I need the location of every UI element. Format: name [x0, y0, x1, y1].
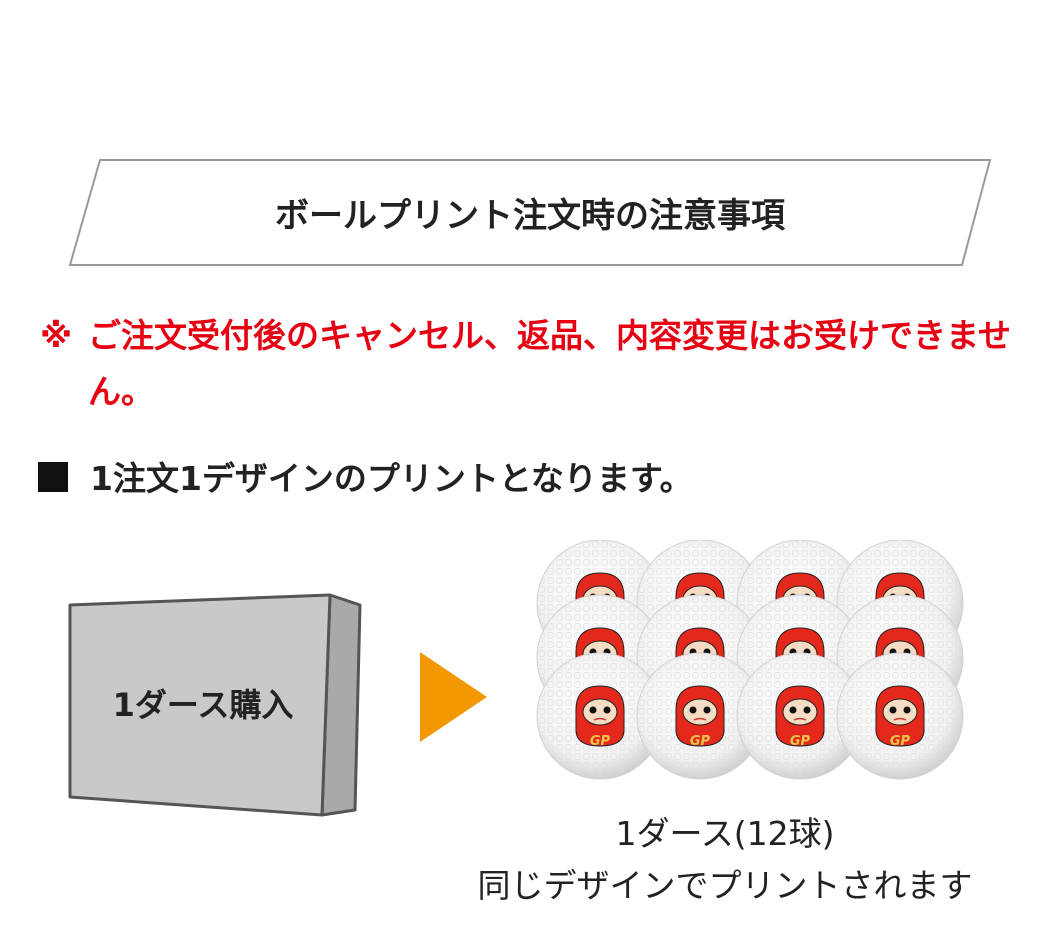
design-rule: 1注文1デザインのプリントとなります。	[38, 452, 693, 500]
cancellation-notice: ※ ご注文受付後のキャンセル、返品、内容変更はお受けできません。	[40, 308, 1030, 420]
rule-text: 1注文1デザインのプリントとなります。	[90, 459, 693, 498]
title-frame	[68, 159, 992, 266]
dozen-box-illustration	[68, 593, 362, 817]
caption-line-2: 同じデザインでプリントされます	[477, 866, 973, 905]
page-title: ボールプリント注文時の注意事項	[275, 196, 785, 236]
arrow-right-icon	[420, 652, 487, 742]
golf-balls-illustration: GP GP GP GP	[536, 540, 964, 780]
golf-ball: GP	[636, 652, 764, 780]
ball-logo-text: GP	[590, 734, 611, 749]
golf-ball: GP	[736, 652, 864, 780]
square-bullet-icon	[38, 462, 68, 492]
notice-text: ご注文受付後のキャンセル、返品、内容変更はお受けできません。	[88, 316, 1012, 411]
ball-logo-text: GP	[690, 734, 711, 749]
caption-line-1: 1ダース(12球)	[615, 814, 835, 853]
ball-logo-text: GP	[790, 734, 811, 749]
golf-ball: GP	[536, 652, 664, 780]
reference-mark: ※	[40, 316, 73, 355]
result-caption: 1ダース(12球) 同じデザインでプリントされます	[410, 808, 1040, 912]
box-label: 1ダース購入	[112, 686, 294, 724]
golf-ball: GP	[836, 652, 964, 780]
ball-logo-text: GP	[890, 734, 911, 749]
